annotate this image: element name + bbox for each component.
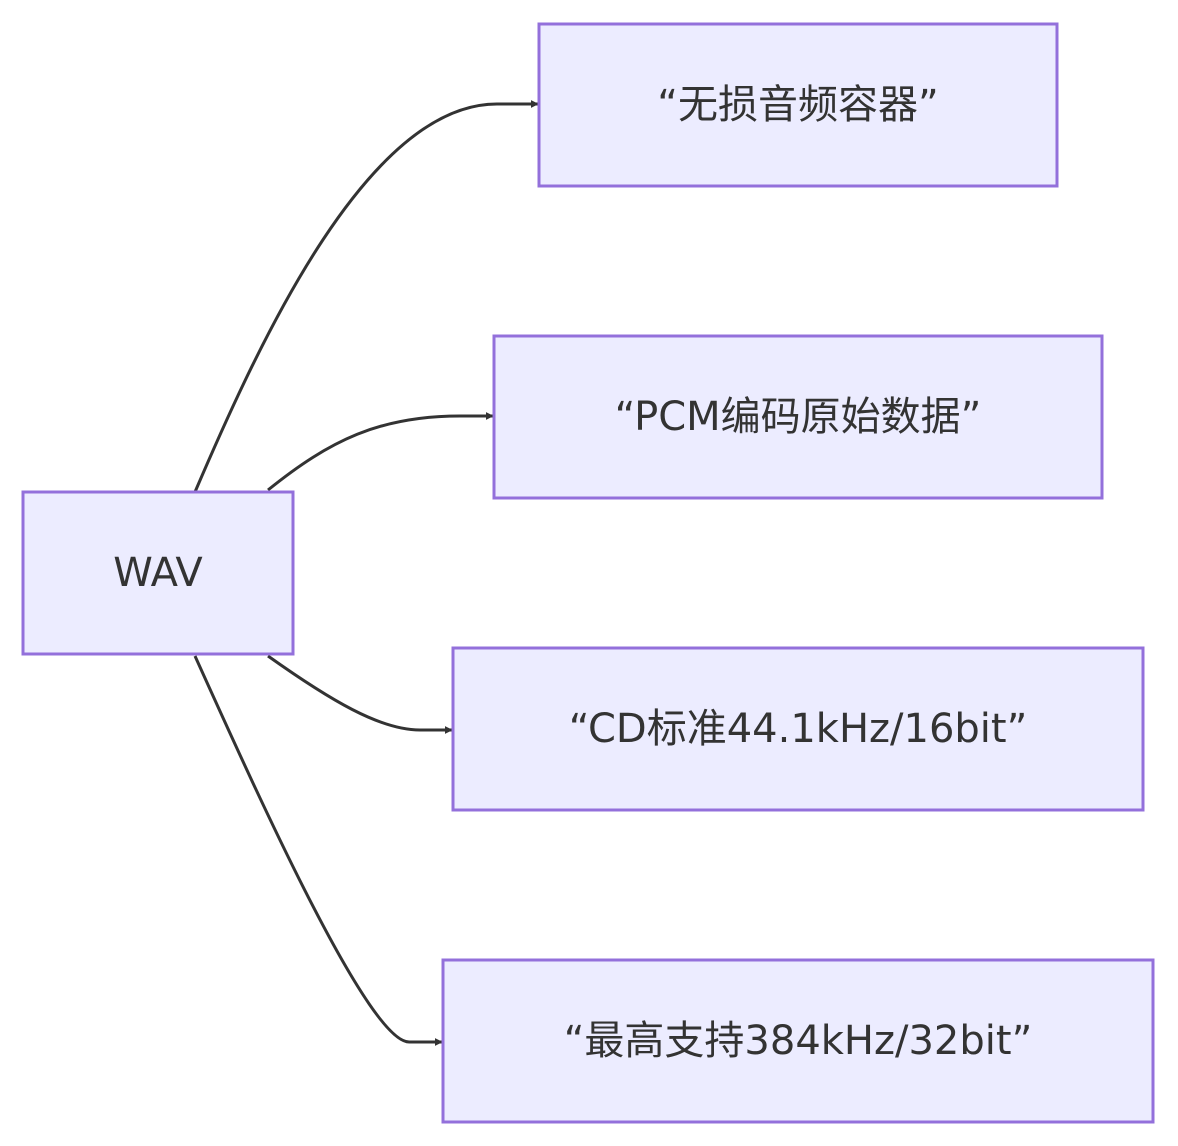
edge-wav-to-pcm-data [267,412,494,492]
node-wav: WAV [21,490,295,656]
node-max-support: “最高支持384kHz/32bit” [441,958,1155,1124]
node-lossless-container-label: “无损音频容器” [657,82,938,128]
node-pcm-data-label: “PCM编码原始数据” [615,394,982,440]
edge-wav-to-max-support [193,655,443,1046]
edge-wav-to-cd-standard [267,654,453,734]
node-pcm-data: “PCM编码原始数据” [492,334,1104,500]
edge-wav-to-lossless-container [193,100,539,493]
node-cd-standard-label: “CD标准44.1kHz/16bit” [569,706,1028,752]
node-wav-label: WAV [113,550,203,596]
node-max-support-label: “最高支持384kHz/32bit” [564,1018,1033,1064]
node-lossless-container: “无损音频容器” [537,22,1059,188]
node-cd-standard: “CD标准44.1kHz/16bit” [451,646,1145,812]
